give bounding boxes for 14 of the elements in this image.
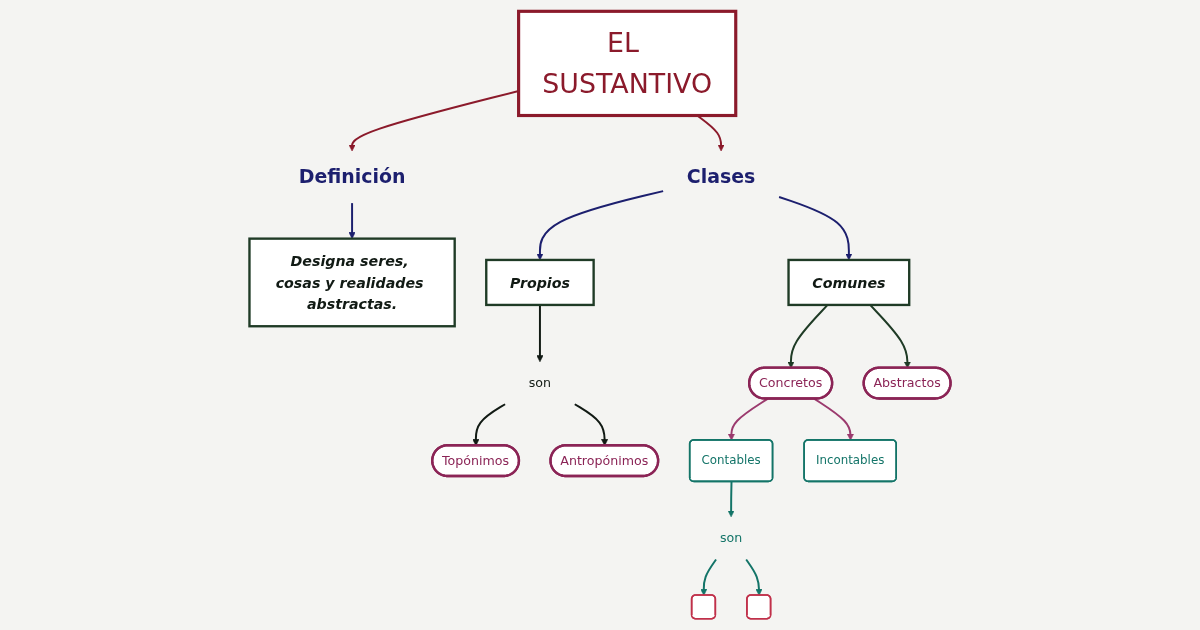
node-text: Clases	[686, 166, 756, 189]
node-box: Propios	[485, 258, 595, 307]
node-box: EL SUSTANTIVO	[517, 9, 738, 118]
arrow	[745, 558, 763, 596]
node-text: Definición	[298, 166, 406, 189]
node-box: Designa seres, cosas y realidades abstractas.	[248, 237, 456, 328]
arrow	[700, 558, 718, 596]
node-text: son	[719, 530, 743, 546]
arrow	[573, 403, 609, 446]
node-box: Comunes	[787, 258, 911, 307]
arrow	[472, 403, 507, 446]
arrow	[727, 480, 735, 518]
arrow	[348, 202, 356, 239]
node-text: son	[528, 375, 552, 391]
